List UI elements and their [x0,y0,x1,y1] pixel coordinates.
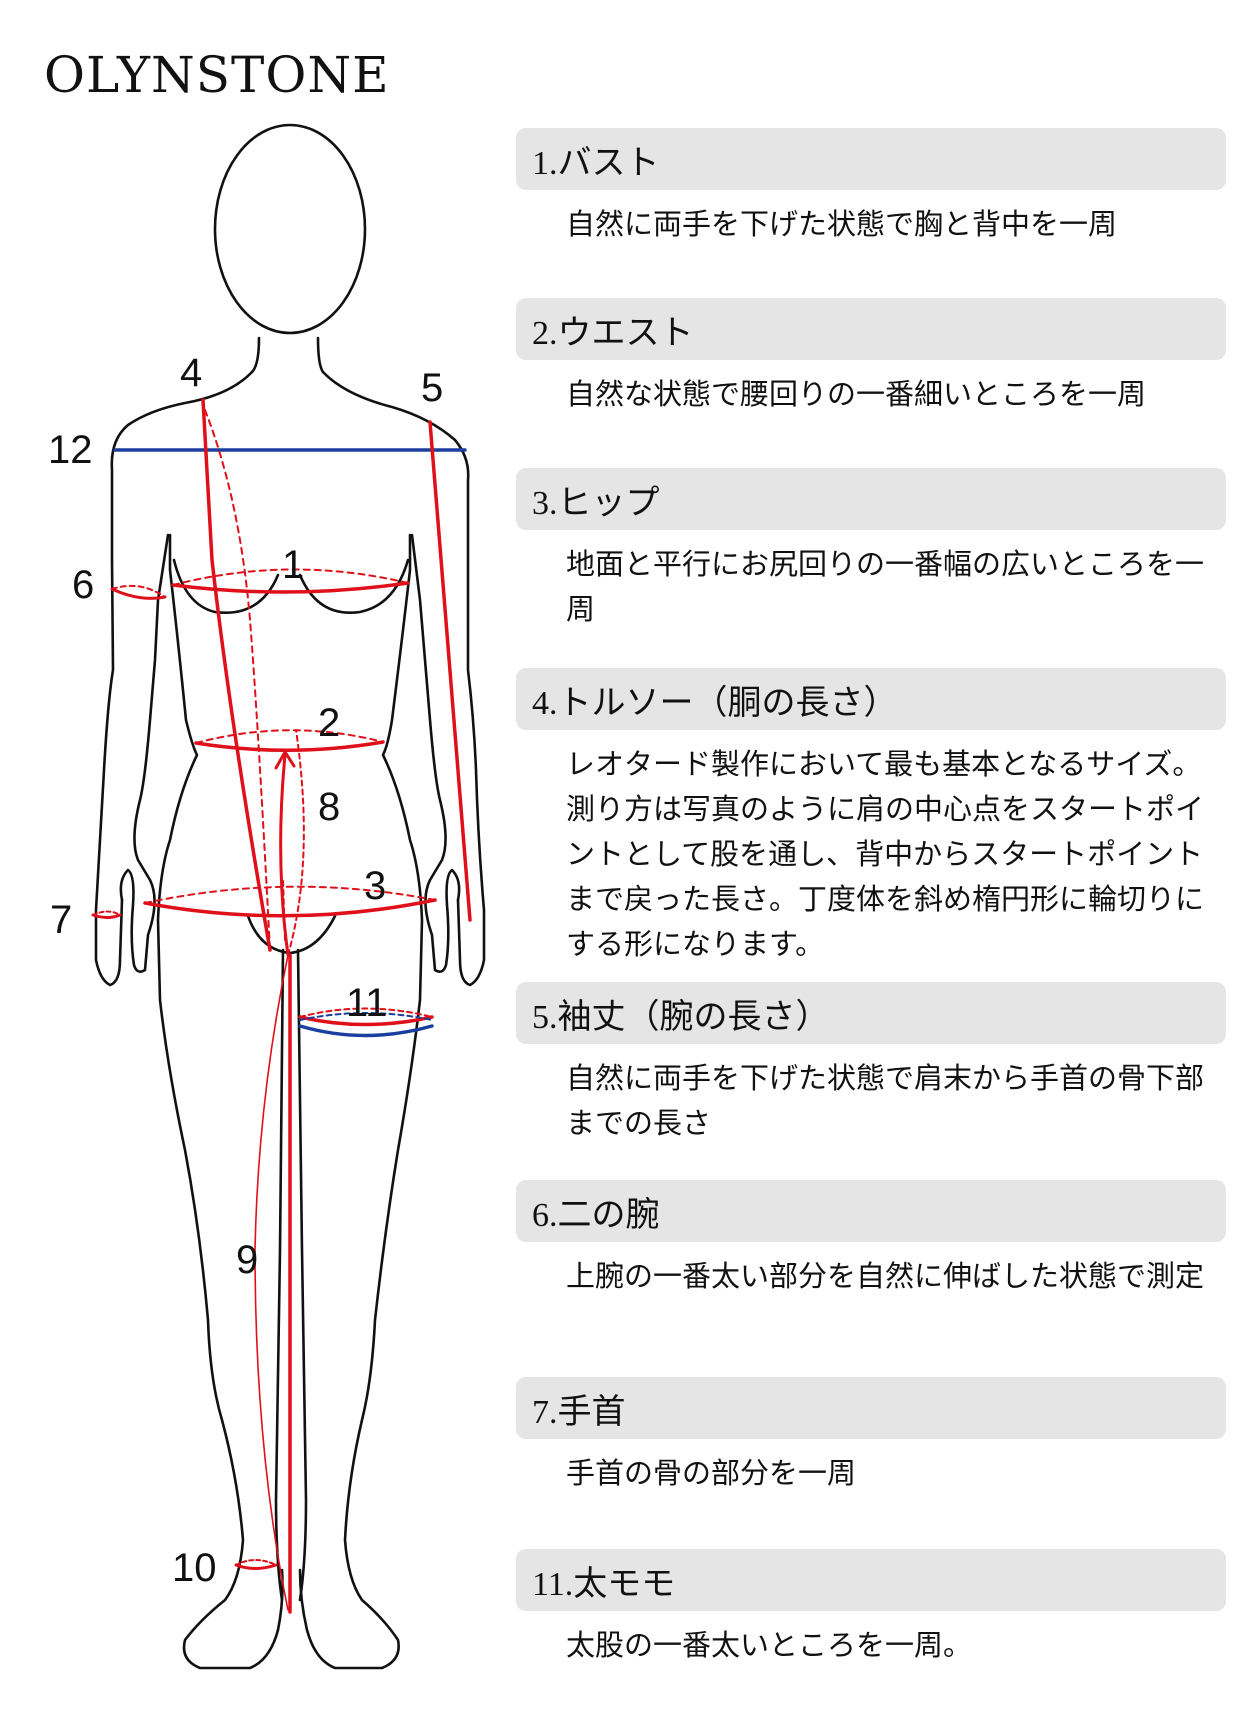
section-header: 3.ヒップ [516,468,1226,530]
section-description: 地面と平行にお尻回りの一番幅の広いところを一周 [566,547,1205,626]
label-7: 7 [50,898,73,942]
section-description: レオタード製作において最も基本となるサイズ。測り方は写真のように肩の中心点をスタ… [566,747,1205,961]
section-title: 二の腕 [557,1194,660,1235]
label-11: 11 [346,981,388,1025]
section-title: 袖丈（腕の長さ） [557,996,830,1037]
section-header: 1.バスト [516,128,1226,190]
section-sleeve: 5.袖丈（腕の長さ） 自然に両手を下げた状態で肩末から手首の骨下部までの長さ [516,982,1226,1146]
section-description: 自然な状態で腰回りの一番細いところを一周 [566,377,1147,411]
section-thigh: 11.太モモ 太股の一番太いところを一周。 [516,1549,1226,1668]
section-description: 手首の骨の部分を一周 [566,1456,857,1490]
section-description: 自然に両手を下げた状態で胸と背中を一周 [566,207,1118,241]
section-description: 自然に両手を下げた状態で肩末から手首の骨下部までの長さ [566,1061,1205,1140]
section-description: 上腕の一番太い部分を自然に伸ばした状態で測定 [566,1259,1205,1293]
section-header: 6.二の腕 [516,1180,1226,1242]
section-header: 7.手首 [516,1377,1226,1439]
section-number: 1. [532,144,558,182]
section-title: ヒップ [557,482,660,523]
label-9: 9 [236,1238,259,1282]
label-5: 5 [421,366,444,410]
section-bust: 1.バスト 自然に両手を下げた状態で胸と背中を一周 [516,128,1226,247]
section-header: 11.太モモ [516,1549,1226,1611]
section-description: 太股の一番太いところを一周。 [566,1628,973,1662]
section-number: 6. [532,1196,558,1234]
section-number: 11. [532,1565,574,1603]
label-12: 12 [48,428,93,472]
section-waist: 2.ウエスト 自然な状態で腰回りの一番細いところを一周 [516,298,1226,417]
section-number: 7. [532,1393,558,1431]
section-wrist: 7.手首 手首の骨の部分を一周 [516,1377,1226,1496]
label-4: 4 [180,351,203,395]
section-number: 2. [532,314,558,352]
section-number: 4. [532,684,558,722]
section-title: 手首 [557,1391,626,1432]
label-1: 1 [282,543,305,587]
section-title: トルソー（胴の長さ） [557,682,898,723]
section-title: ウエスト [557,312,694,353]
label-6: 6 [72,563,95,607]
label-3: 3 [364,864,387,908]
section-number: 3. [532,484,558,522]
section-header: 5.袖丈（腕の長さ） [516,982,1226,1044]
body-outline-icon [91,123,486,1670]
section-header: 2.ウエスト [516,298,1226,360]
label-2: 2 [318,701,341,745]
section-hip: 3.ヒップ 地面と平行にお尻回りの一番幅の広いところを一周 [516,468,1226,632]
section-upper-arm: 6.二の腕 上腕の一番太い部分を自然に伸ばした状態で測定 [516,1180,1226,1299]
label-8: 8 [318,785,341,829]
section-title: 太モモ [573,1563,676,1604]
label-10: 10 [172,1546,217,1590]
brand-logo: OLYNSTONE [44,46,390,104]
section-torso: 4.トルソー（胴の長さ） レオタード製作において最も基本となるサイズ。測り方は写… [516,668,1226,967]
section-title: バスト [557,142,660,183]
section-header: 4.トルソー（胴の長さ） [516,668,1226,730]
body-measurement-figure: 4 5 12 6 1 2 8 7 3 11 9 10 [0,0,500,1719]
section-number: 5. [532,998,558,1036]
